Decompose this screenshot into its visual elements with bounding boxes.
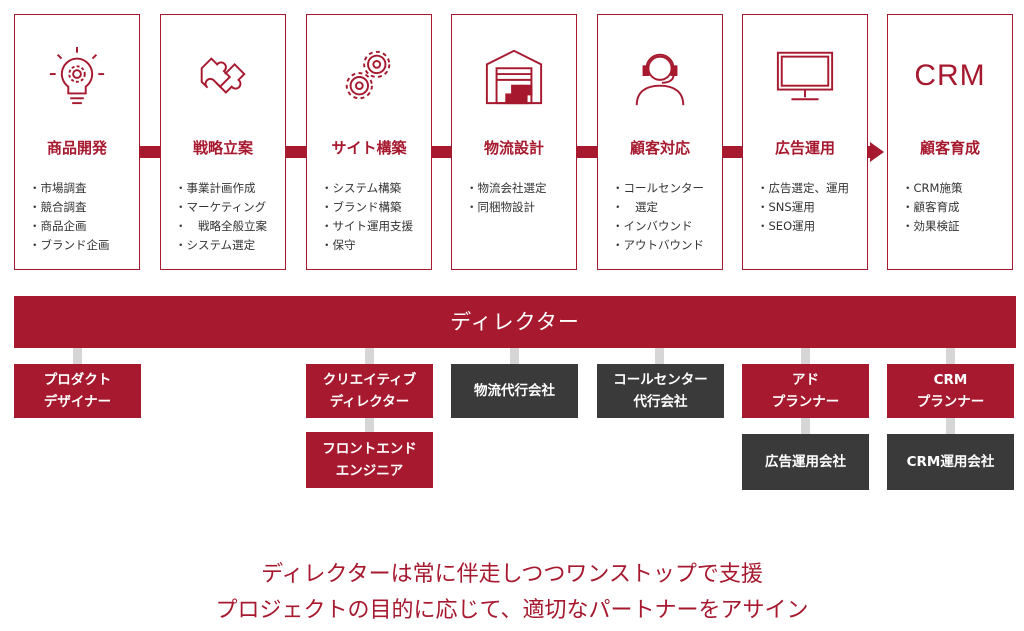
- vertical-connector: [946, 418, 955, 434]
- role-label: 代行会社: [633, 394, 688, 410]
- footer-line-1: ディレクターは常に伴走しつつワンストップで支援: [261, 562, 763, 587]
- step-card-strategy: 戦略立案 事業計画作成 マーケティング ・戦略全般立案 システム選定: [160, 14, 286, 270]
- role-label: ディレクター: [329, 394, 410, 410]
- warehouse-icon: [485, 49, 543, 105]
- role-creative-director: クリエイティブ ディレクター: [306, 364, 433, 418]
- flow-connector: [286, 146, 306, 158]
- list-item: 市場調査: [29, 179, 133, 198]
- list-item: システム構築: [321, 179, 425, 198]
- step-card-crm: CRM 顧客育成 CRM施策 顧客育成 効果検証: [887, 14, 1013, 270]
- step-title: 商品開発: [46, 139, 107, 157]
- list-item: 保守: [321, 236, 425, 255]
- step-items: コールセンター ・選定 インバウンド アウトバウンド: [612, 179, 716, 255]
- list-item: アウトバウンド: [612, 236, 716, 255]
- list-item: 広告選定、運用: [757, 179, 861, 198]
- role-label: CRM運用会社: [906, 454, 995, 470]
- role-label: アド: [792, 372, 819, 388]
- role-label: コールセンター: [613, 372, 708, 388]
- step-items: 広告選定、運用 SNS運用 SEO運用: [757, 179, 861, 236]
- list-item: CRM施策: [902, 179, 1006, 198]
- vertical-connector: [801, 418, 810, 434]
- role-label: 物流代行会社: [474, 383, 555, 399]
- vertical-connector: [73, 348, 82, 364]
- flow-connector: [432, 146, 452, 158]
- vertical-connector: [655, 348, 664, 364]
- list-item: ・選定: [612, 198, 716, 217]
- step-items: 物流会社選定 同梱物設計: [466, 179, 570, 217]
- step-title: 顧客対応: [629, 139, 690, 157]
- list-item: ・戦略全般立案: [175, 217, 279, 236]
- list-item: システム選定: [175, 236, 279, 255]
- list-item: ブランド構築: [321, 198, 425, 217]
- list-item: 同梱物設計: [466, 198, 570, 217]
- vertical-connector: [510, 348, 519, 364]
- list-item: 事業計画作成: [175, 179, 279, 198]
- step-items: システム構築 ブランド構築 サイト運用支援 保守: [321, 179, 425, 255]
- gears-icon: [345, 50, 391, 100]
- role-label: クリエイティブ: [322, 372, 417, 388]
- flow-connector: [140, 146, 160, 158]
- list-item: ブランド企画: [29, 236, 133, 255]
- list-item: 顧客育成: [902, 198, 1006, 217]
- step-items: 市場調査 競合調査 商品企画 ブランド企画: [29, 179, 133, 255]
- list-item: サイト運用支援: [321, 217, 425, 236]
- step-card-customer-support: 顧客対応 コールセンター ・選定 インバウンド アウトバウンド: [597, 14, 723, 270]
- flow-connector: [723, 146, 743, 158]
- role-callcenter-agency: コールセンター 代行会社: [597, 364, 724, 418]
- role-label: フロントエンド: [322, 441, 417, 457]
- role-label: CRM: [933, 372, 968, 388]
- step-card-logistics: 物流設計 物流会社選定 同梱物設計: [451, 14, 577, 270]
- role-crm-agency: CRM運用会社: [887, 434, 1014, 490]
- step-title: 顧客育成: [919, 139, 980, 157]
- role-label: プロダクト: [43, 372, 112, 388]
- puzzle-icon: [200, 57, 246, 94]
- step-title: 広告運用: [774, 139, 835, 157]
- step-items: 事業計画作成 マーケティング ・戦略全般立案 システム選定: [175, 179, 279, 255]
- list-item: 物流会社選定: [466, 179, 570, 198]
- step-card-advertising: 広告運用 広告選定、運用 SNS運用 SEO運用: [742, 14, 868, 270]
- role-label: プランナー: [916, 394, 985, 410]
- role-label: 広告運用会社: [765, 454, 846, 470]
- role-frontend-engineer: フロントエンド エンジニア: [306, 432, 433, 488]
- role-label: プランナー: [771, 394, 840, 410]
- step-title: 戦略立案: [192, 139, 253, 157]
- flow-arrowhead: [870, 142, 884, 162]
- crm-logo-text: CRM: [914, 59, 986, 92]
- step-title: サイト構築: [331, 139, 407, 157]
- role-ad-planner: アド プランナー: [742, 364, 869, 418]
- role-label: デザイナー: [43, 394, 112, 410]
- list-item: SEO運用: [757, 217, 861, 236]
- role-logistics-agency: 物流代行会社: [451, 364, 578, 418]
- list-item: コールセンター: [612, 179, 716, 198]
- footer-line-2: プロジェクトの目的に応じて、適切なパートナーをアサイン: [215, 598, 809, 623]
- list-item: 商品企画: [29, 217, 133, 236]
- role-product-designer: プロダクト デザイナー: [14, 364, 141, 418]
- vertical-connector: [365, 418, 374, 432]
- role-label: エンジニア: [335, 463, 404, 479]
- monitor-icon: [776, 51, 834, 101]
- role-crm-planner: CRM プランナー: [887, 364, 1014, 418]
- list-item: インバウンド: [612, 217, 716, 236]
- list-item: 競合調査: [29, 198, 133, 217]
- vertical-connector: [365, 348, 374, 364]
- vertical-connector: [801, 348, 810, 364]
- flow-connector: [577, 146, 597, 158]
- director-bar: ディレクター: [14, 296, 1016, 348]
- list-item: SNS運用: [757, 198, 861, 217]
- headset-operator-icon: [635, 53, 685, 106]
- vertical-connector: [946, 348, 955, 364]
- step-card-site-build: サイト構築 システム構築 ブランド構築 サイト運用支援 保守: [306, 14, 432, 270]
- lightbulb-gear-icon: [49, 46, 105, 105]
- list-item: 効果検証: [902, 217, 1006, 236]
- step-items: CRM施策 顧客育成 効果検証: [902, 179, 1006, 236]
- step-card-product-dev: 商品開発 市場調査 競合調査 商品企画 ブランド企画: [14, 14, 140, 270]
- role-ad-agency: 広告運用会社: [742, 434, 869, 490]
- step-title: 物流設計: [483, 139, 544, 157]
- list-item: マーケティング: [175, 198, 279, 217]
